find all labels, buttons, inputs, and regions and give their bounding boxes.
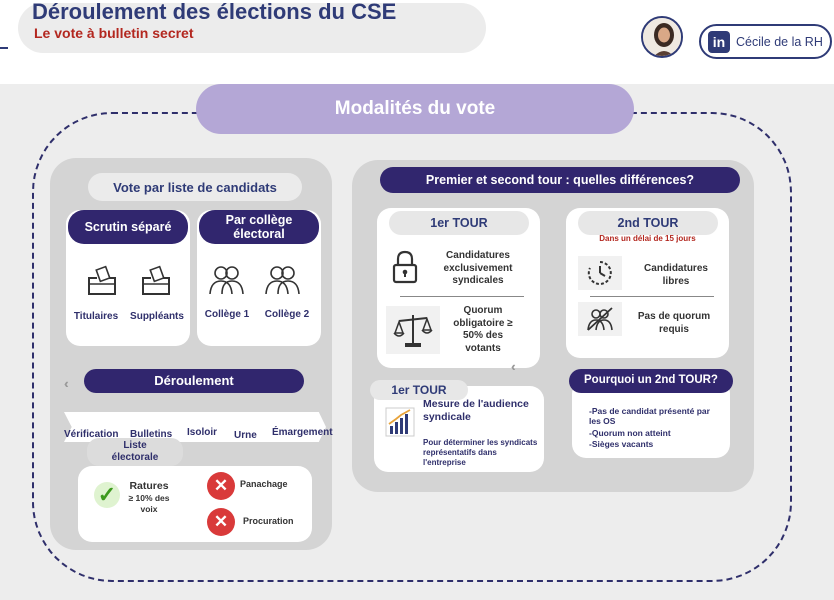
step-emargement: Émargement [272, 427, 333, 438]
step-arrow [118, 412, 180, 442]
pourquoi-card [572, 380, 730, 458]
step-isoloir: Isoloir [187, 427, 218, 438]
person-portrait-icon [643, 18, 681, 56]
checkmark-icon: ✓ [94, 482, 120, 508]
panachage-label: Panachage [240, 479, 288, 489]
divider [400, 296, 524, 297]
group-people-icon [263, 262, 301, 298]
chevron-left-icon: ‹‹ [511, 359, 514, 374]
header-accent-line [0, 47, 8, 49]
avatar[interactable] [641, 16, 683, 58]
procuration-label: Procuration [243, 516, 294, 526]
pourquoi-title: Pourquoi un 2nd TOUR? [569, 369, 733, 393]
scrutin-item-suppleants: Suppléants [130, 311, 184, 322]
audience-title: 1er TOUR [370, 380, 468, 400]
step-verification: Vérification [64, 429, 119, 440]
divider [590, 296, 714, 297]
tours-heading: Premier et second tour : quelles différe… [380, 167, 740, 193]
step-urne: Urne [234, 430, 257, 441]
page-subtitle: Le vote à bulletin secret [34, 25, 194, 41]
ratures-detail: ≥ 10% des voix [128, 493, 170, 514]
college-item-2: Collège 2 [264, 309, 310, 320]
ballot-box-icon [86, 264, 118, 296]
tour1-item-quorum: Quorum obligatoire ≥ 50% des votants [453, 305, 513, 354]
tour2-delay: Dans un délai de 15 jours [599, 234, 696, 243]
tour2-item-quorum: Pas de quorum requis [637, 311, 711, 335]
tour1-item-candidatures: Candidatures exclusivement syndicales [443, 250, 513, 286]
pourquoi-item: -Sièges vacants [589, 439, 654, 449]
bar-chart-icon [383, 405, 417, 439]
no-people-icon [578, 302, 622, 336]
cross-icon: ✕ [207, 508, 235, 536]
college-title: Par collège électoral [199, 210, 319, 244]
page-title: Déroulement des élections du CSE [32, 0, 397, 24]
section-title: Modalités du vote [196, 84, 634, 134]
liste-electorale-label: Liste électorale [87, 438, 183, 466]
cross-icon: ✕ [207, 472, 235, 500]
ratures-label: Ratures [129, 480, 169, 492]
padlock-icon [388, 248, 422, 286]
college-item-1: Collège 1 [204, 309, 250, 320]
step-arrow [172, 412, 230, 442]
step-arrow [266, 412, 326, 442]
tour1-title: 1er TOUR [389, 211, 529, 235]
bulletin-rules-card [78, 466, 312, 542]
step-arrow [64, 412, 128, 442]
linkedin-icon: in [708, 30, 730, 53]
step-bulletins: Bulletins [130, 429, 173, 440]
ballot-box-icon [140, 264, 172, 296]
audience-text: Pour déterminer les syndicats représenta… [423, 438, 538, 467]
group-people-icon [207, 262, 245, 298]
tour2-title: 2nd TOUR [578, 211, 718, 235]
scrutin-item-titulaires: Titulaires [73, 311, 119, 322]
linkedin-profile-name: Cécile de la RH [736, 34, 823, 49]
deroulement-title: Déroulement [84, 369, 304, 393]
linkedin-profile-badge[interactable]: in Cécile de la RH [699, 24, 832, 59]
audience-heading: Mesure de l'audience syndicale [423, 398, 529, 423]
scales-icon [386, 306, 440, 354]
tour2-item-candidatures: Candidatures libres [644, 263, 708, 287]
chevron-left-icon: ‹‹ [64, 376, 67, 391]
scrutin-title: Scrutin séparé [68, 210, 188, 244]
stopwatch-icon [578, 256, 622, 290]
header-bar [18, 3, 486, 53]
step-arrow [222, 412, 274, 442]
pourquoi-item: -Pas de candidat présenté par les OS [589, 406, 710, 427]
pourquoi-item: -Quorum non atteint [589, 428, 671, 438]
vote-par-liste-heading: Vote par liste de candidats [88, 173, 302, 201]
